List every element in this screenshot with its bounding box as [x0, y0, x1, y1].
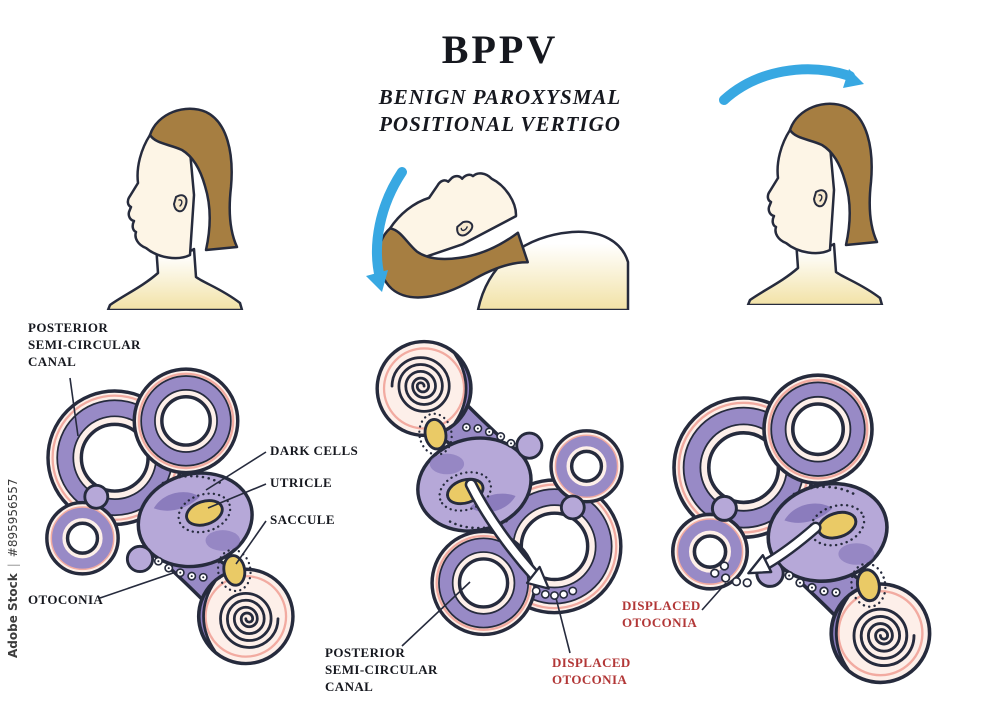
- ear-diagram-repositioned: [650, 350, 938, 686]
- label-utricle: UTRICLE: [270, 475, 333, 490]
- leader-right-displaced: [701, 582, 727, 611]
- displaced-otoconia-particles: [531, 586, 578, 600]
- head-tilt-up-arrow-icon: [719, 64, 864, 105]
- figure-lying-middle: [355, 156, 630, 310]
- leader-left-otoconia: [99, 571, 177, 599]
- head-tilt-back-arrow-icon: [366, 167, 407, 292]
- label-displaced-otoconia-middle: DISPLACED OTOCONIA: [552, 655, 631, 687]
- label-dark-cells: DARK CELLS: [270, 443, 359, 458]
- leader-left-dark-cells: [205, 451, 267, 491]
- label-saccule: SACCULE: [270, 512, 335, 527]
- leader-middle-displaced: [555, 597, 571, 654]
- ear-diagram-head-back: [352, 322, 638, 670]
- otoconia-flow-arrow-icon: [747, 521, 822, 575]
- leader-middle-canal: [401, 581, 471, 647]
- subtitle-line-1: BENIGN PAROXYSMAL: [378, 85, 622, 109]
- leader-left-canal: [69, 377, 79, 437]
- leader-left-utricle: [207, 483, 267, 509]
- label-displaced-otoconia-right: DISPLACED OTOCONIA: [622, 598, 701, 630]
- lying-body: [476, 230, 630, 310]
- displaced-otoconia-particles: [710, 561, 752, 588]
- leader-left-saccule: [235, 520, 267, 565]
- label-otoconia: OTOCONIA: [28, 592, 104, 607]
- otoconia-flow-arrow-icon: [464, 478, 550, 590]
- page-subtitle: BENIGN PAROXYSMAL POSITIONAL VERTIGO: [0, 84, 1000, 139]
- subtitle-line-2: POSITIONAL VERTIGO: [379, 112, 621, 137]
- page-title: BPPV: [441, 27, 559, 72]
- label-posterior-canal-left: POSTERIOR SEMI-CIRCULAR CANAL: [28, 320, 141, 369]
- label-posterior-canal-middle: POSTERIOR SEMI-CIRCULAR CANAL: [325, 645, 438, 694]
